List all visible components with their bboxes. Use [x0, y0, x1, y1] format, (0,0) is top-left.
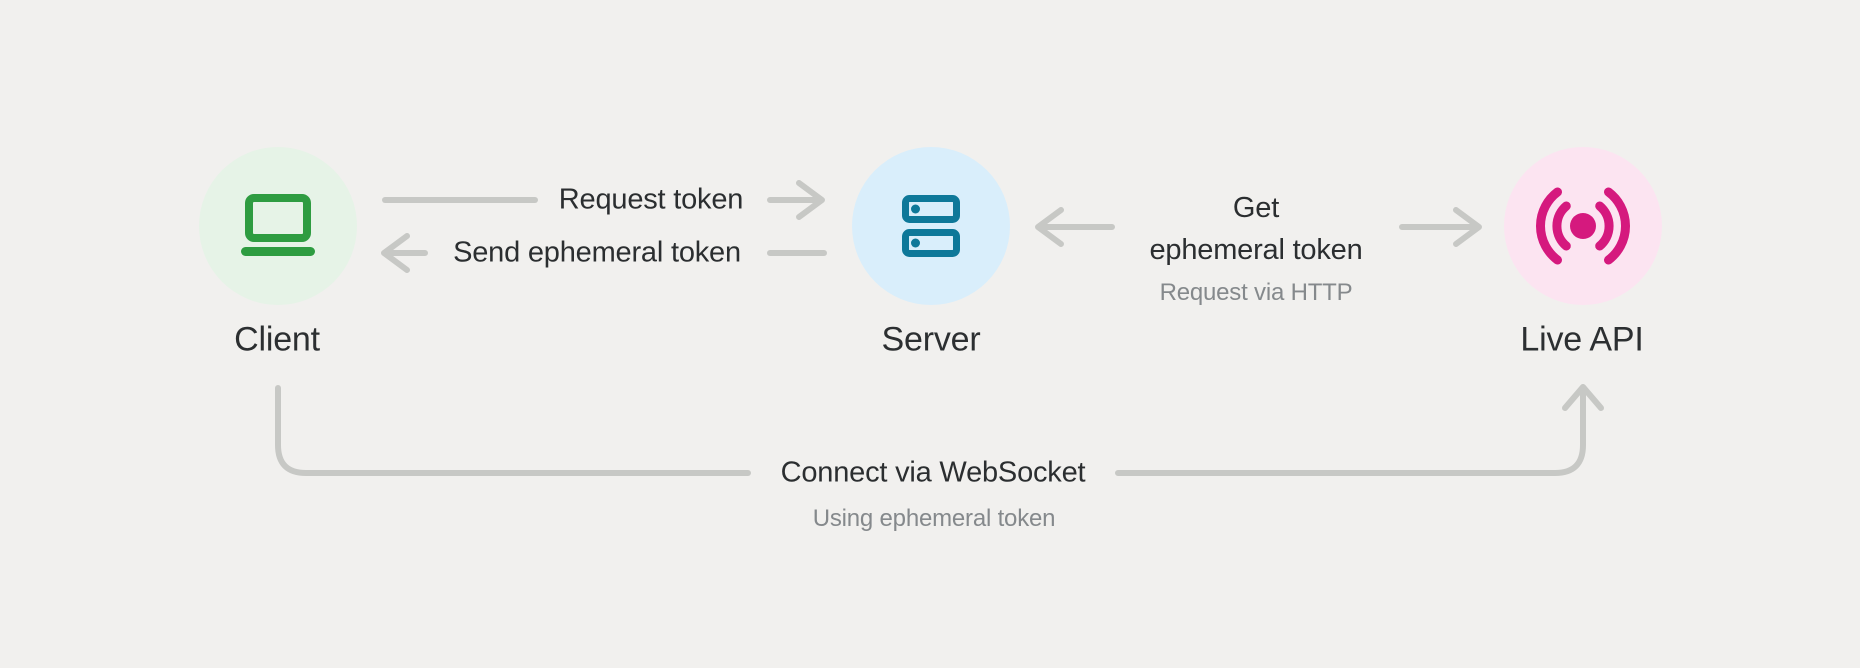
live-api-label: Live API	[1520, 320, 1644, 359]
connect-websocket-sublabel: Using ephemeral token	[812, 505, 1056, 532]
send-token-arrow	[381, 233, 428, 273]
laptop-icon	[241, 194, 315, 256]
client-circle	[199, 147, 357, 305]
request-token-arrow	[767, 180, 825, 220]
get-ephemeral-token-label: Get ephemeral token	[1149, 187, 1362, 271]
send-ephemeral-token-label: Send ephemeral token	[453, 236, 741, 269]
request-token-label: Request token	[558, 183, 744, 216]
get-ephemeral-token-label-line1: Get	[1232, 192, 1280, 224]
server-circle	[852, 147, 1010, 305]
connect-websocket-label: Connect via WebSocket	[780, 456, 1086, 489]
get-token-arrow-right	[1399, 207, 1482, 247]
websocket-path-right	[1115, 389, 1586, 476]
get-ephemeral-token-sublabel: Request via HTTP	[1159, 279, 1353, 306]
get-token-arrow-left	[1035, 207, 1115, 247]
websocket-arrowhead	[1562, 384, 1604, 411]
client-label: Client	[234, 320, 320, 359]
websocket-path-left	[275, 385, 751, 476]
live-broadcast-icon	[1536, 187, 1630, 265]
connector-strokes	[275, 180, 1604, 476]
live-api-circle	[1504, 147, 1662, 305]
get-ephemeral-token-label-line2: ephemeral token	[1149, 234, 1363, 266]
server-label: Server	[881, 320, 981, 359]
server-icon	[902, 195, 960, 257]
